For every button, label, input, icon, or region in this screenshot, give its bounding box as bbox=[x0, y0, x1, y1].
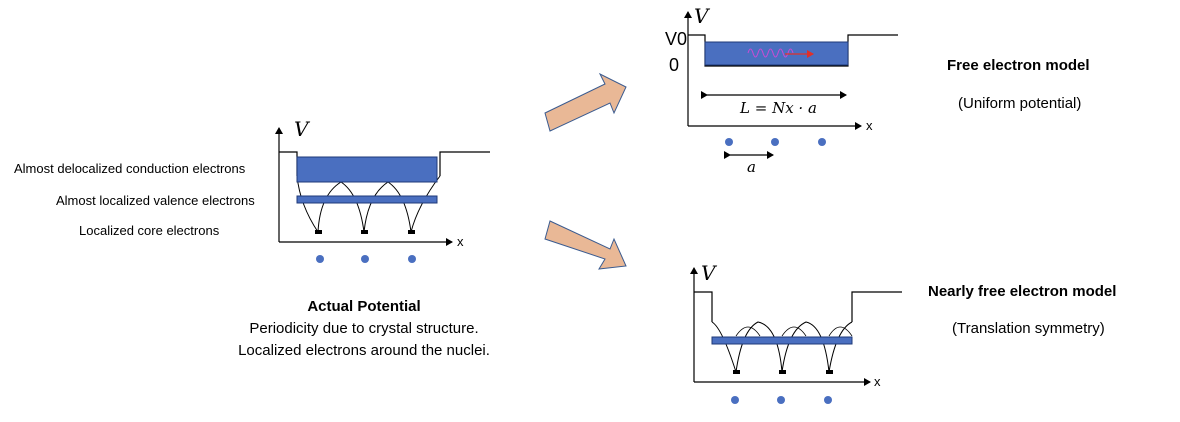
actual-potential-title: Actual Potential bbox=[307, 298, 421, 315]
conduction-electrons-label: Almost delocalized conduction electrons bbox=[14, 161, 246, 176]
atom bbox=[731, 396, 739, 404]
core-level-marker bbox=[826, 370, 833, 374]
uniform-potential-outline bbox=[688, 34, 898, 67]
atom bbox=[771, 138, 779, 146]
free-electron-diagram bbox=[684, 11, 898, 159]
nearly-free-band bbox=[711, 336, 853, 345]
zero-label: 0 bbox=[669, 55, 680, 75]
atom bbox=[818, 138, 826, 146]
atom bbox=[725, 138, 733, 146]
nearly-free-electron-subtitle: (Translation symmetry) bbox=[952, 320, 1105, 337]
potential-outline-right bbox=[439, 151, 490, 176]
valence-band bbox=[296, 195, 438, 204]
core-electrons-label: Localized core electrons bbox=[79, 223, 220, 238]
v0-text: V0 bbox=[665, 29, 688, 49]
weak-periodic-potential bbox=[711, 321, 853, 373]
v-axis-label: V bbox=[701, 261, 716, 285]
x-axis-label: x bbox=[866, 118, 873, 133]
coulomb-potential bbox=[296, 175, 441, 233]
core-level-marker bbox=[361, 230, 368, 234]
core-level-marker bbox=[408, 230, 415, 234]
nearly-free-electron-title: Nearly free electron model bbox=[928, 283, 1117, 300]
electron-wave bbox=[747, 48, 794, 58]
atom bbox=[824, 396, 832, 404]
core-level-marker bbox=[315, 230, 322, 234]
atom bbox=[316, 255, 324, 263]
potential-outline-right bbox=[851, 291, 902, 322]
potential-outline bbox=[279, 151, 298, 176]
x-axis-label: x bbox=[874, 374, 881, 389]
free-electron-title: Free electron model bbox=[947, 57, 1090, 74]
core-level-marker bbox=[779, 370, 786, 374]
atom bbox=[361, 255, 369, 263]
caption-line-localized: Localized electrons around the nuclei. bbox=[238, 342, 490, 359]
arrow-to-free-electron bbox=[544, 72, 627, 132]
free-electron-subtitle: (Uniform potential) bbox=[958, 95, 1082, 112]
x-axis-label: x bbox=[457, 234, 464, 249]
v-axis-label: V bbox=[294, 117, 309, 141]
v-axis-label: V bbox=[694, 4, 709, 28]
nearly-free-electron-diagram bbox=[690, 267, 902, 404]
length-formula-label: L = Nx · a bbox=[740, 99, 817, 117]
atom bbox=[777, 396, 785, 404]
free-electron-band bbox=[704, 41, 849, 66]
v0-label: V0 bbox=[665, 29, 687, 50]
caption-line-periodicity: Periodicity due to crystal structure. bbox=[249, 320, 479, 337]
conduction-band bbox=[296, 156, 438, 183]
arrow-to-nearly-free bbox=[544, 220, 627, 270]
potential-outline bbox=[694, 291, 713, 322]
core-level-marker bbox=[733, 370, 740, 374]
band-overlap-curves bbox=[735, 326, 853, 337]
lattice-spacing-label: a bbox=[747, 158, 756, 176]
actual-potential-diagram bbox=[275, 127, 490, 263]
valence-electrons-label: Almost localized valence electrons bbox=[56, 193, 255, 208]
atom bbox=[408, 255, 416, 263]
